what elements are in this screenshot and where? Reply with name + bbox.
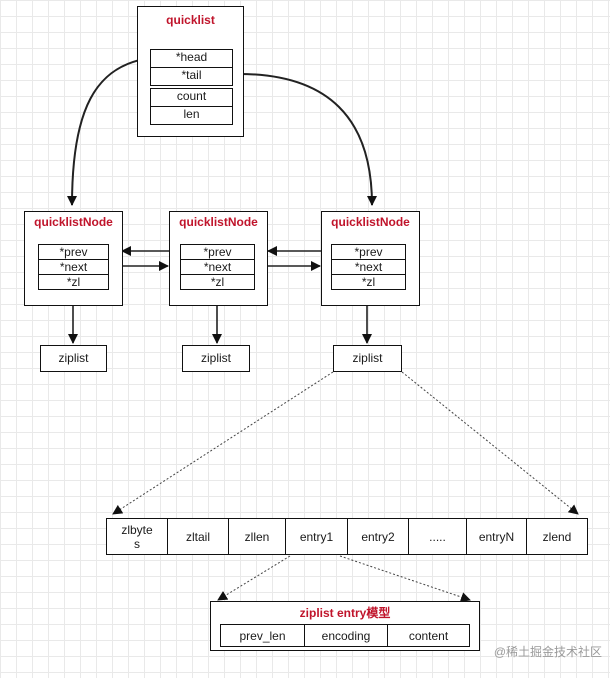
layout-cell-zlbytes: zlbytes: [107, 519, 168, 554]
expand-line-left: [112, 371, 334, 515]
entry-model-title: ziplist entry模型: [299, 606, 391, 620]
field-next: *next: [180, 259, 255, 275]
expand-line-right: [401, 371, 579, 515]
layout-cell-zltail: zltail: [168, 519, 229, 554]
ziplist-box-1: ziplist: [40, 345, 107, 372]
field-prev: *prev: [180, 244, 255, 260]
field-zl: *zl: [38, 274, 109, 290]
entry-expand-right: [339, 555, 471, 602]
node-title: quicklistNode: [34, 215, 113, 229]
layout-cell-zllen: zllen: [229, 519, 286, 554]
node-title: quicklistNode: [331, 215, 410, 229]
layout-cell-ellipsis: .....: [409, 519, 467, 554]
field-zl: *zl: [331, 274, 406, 290]
field-count: count: [150, 88, 233, 107]
layout-cell-entryN: entryN: [467, 519, 527, 554]
ziplist-entry-model: ziplist entry模型 prev_len encoding conten…: [210, 601, 480, 651]
entry-model-fields: prev_len encoding content: [220, 624, 470, 647]
ziplist-box-3: ziplist: [333, 345, 402, 372]
entry-field-prev-len: prev_len: [221, 625, 305, 646]
field-next: *next: [38, 259, 109, 275]
entry-expand-left: [217, 555, 291, 601]
field-next: *next: [331, 259, 406, 275]
layout-cell-entry1: entry1: [286, 519, 348, 554]
field-len: len: [150, 106, 233, 125]
ziplist-box-2: ziplist: [182, 345, 250, 372]
field-prev: *prev: [331, 244, 406, 260]
tail-pointer-arrow: [232, 72, 377, 206]
quicklist-struct: quicklist *head *tail count len: [137, 6, 244, 137]
quicklist-node-2: quicklistNode *prev *next *zl: [169, 211, 268, 306]
field-prev: *prev: [38, 244, 109, 260]
quicklist-node-3: quicklistNode *prev *next *zl: [321, 211, 420, 306]
field-zl: *zl: [180, 274, 255, 290]
watermark: @稀土掘金技术社区: [493, 645, 602, 659]
field-tail: *tail: [150, 67, 233, 86]
entry-field-content: content: [408, 628, 449, 643]
layout-cell-zlend: zlend: [542, 529, 572, 544]
head-pointer-arrow: [67, 57, 152, 206]
node-title: quicklistNode: [179, 215, 258, 229]
ziplist-layout: zlbytes zltail zllen entry1 entry2 .....…: [106, 518, 588, 555]
field-head: *head: [150, 49, 233, 68]
quicklist-title: quicklist: [166, 13, 215, 27]
quicklist-node-1: quicklistNode *prev *next *zl: [24, 211, 123, 306]
entry-field-encoding: encoding: [305, 625, 388, 646]
layout-cell-entry2: entry2: [348, 519, 409, 554]
